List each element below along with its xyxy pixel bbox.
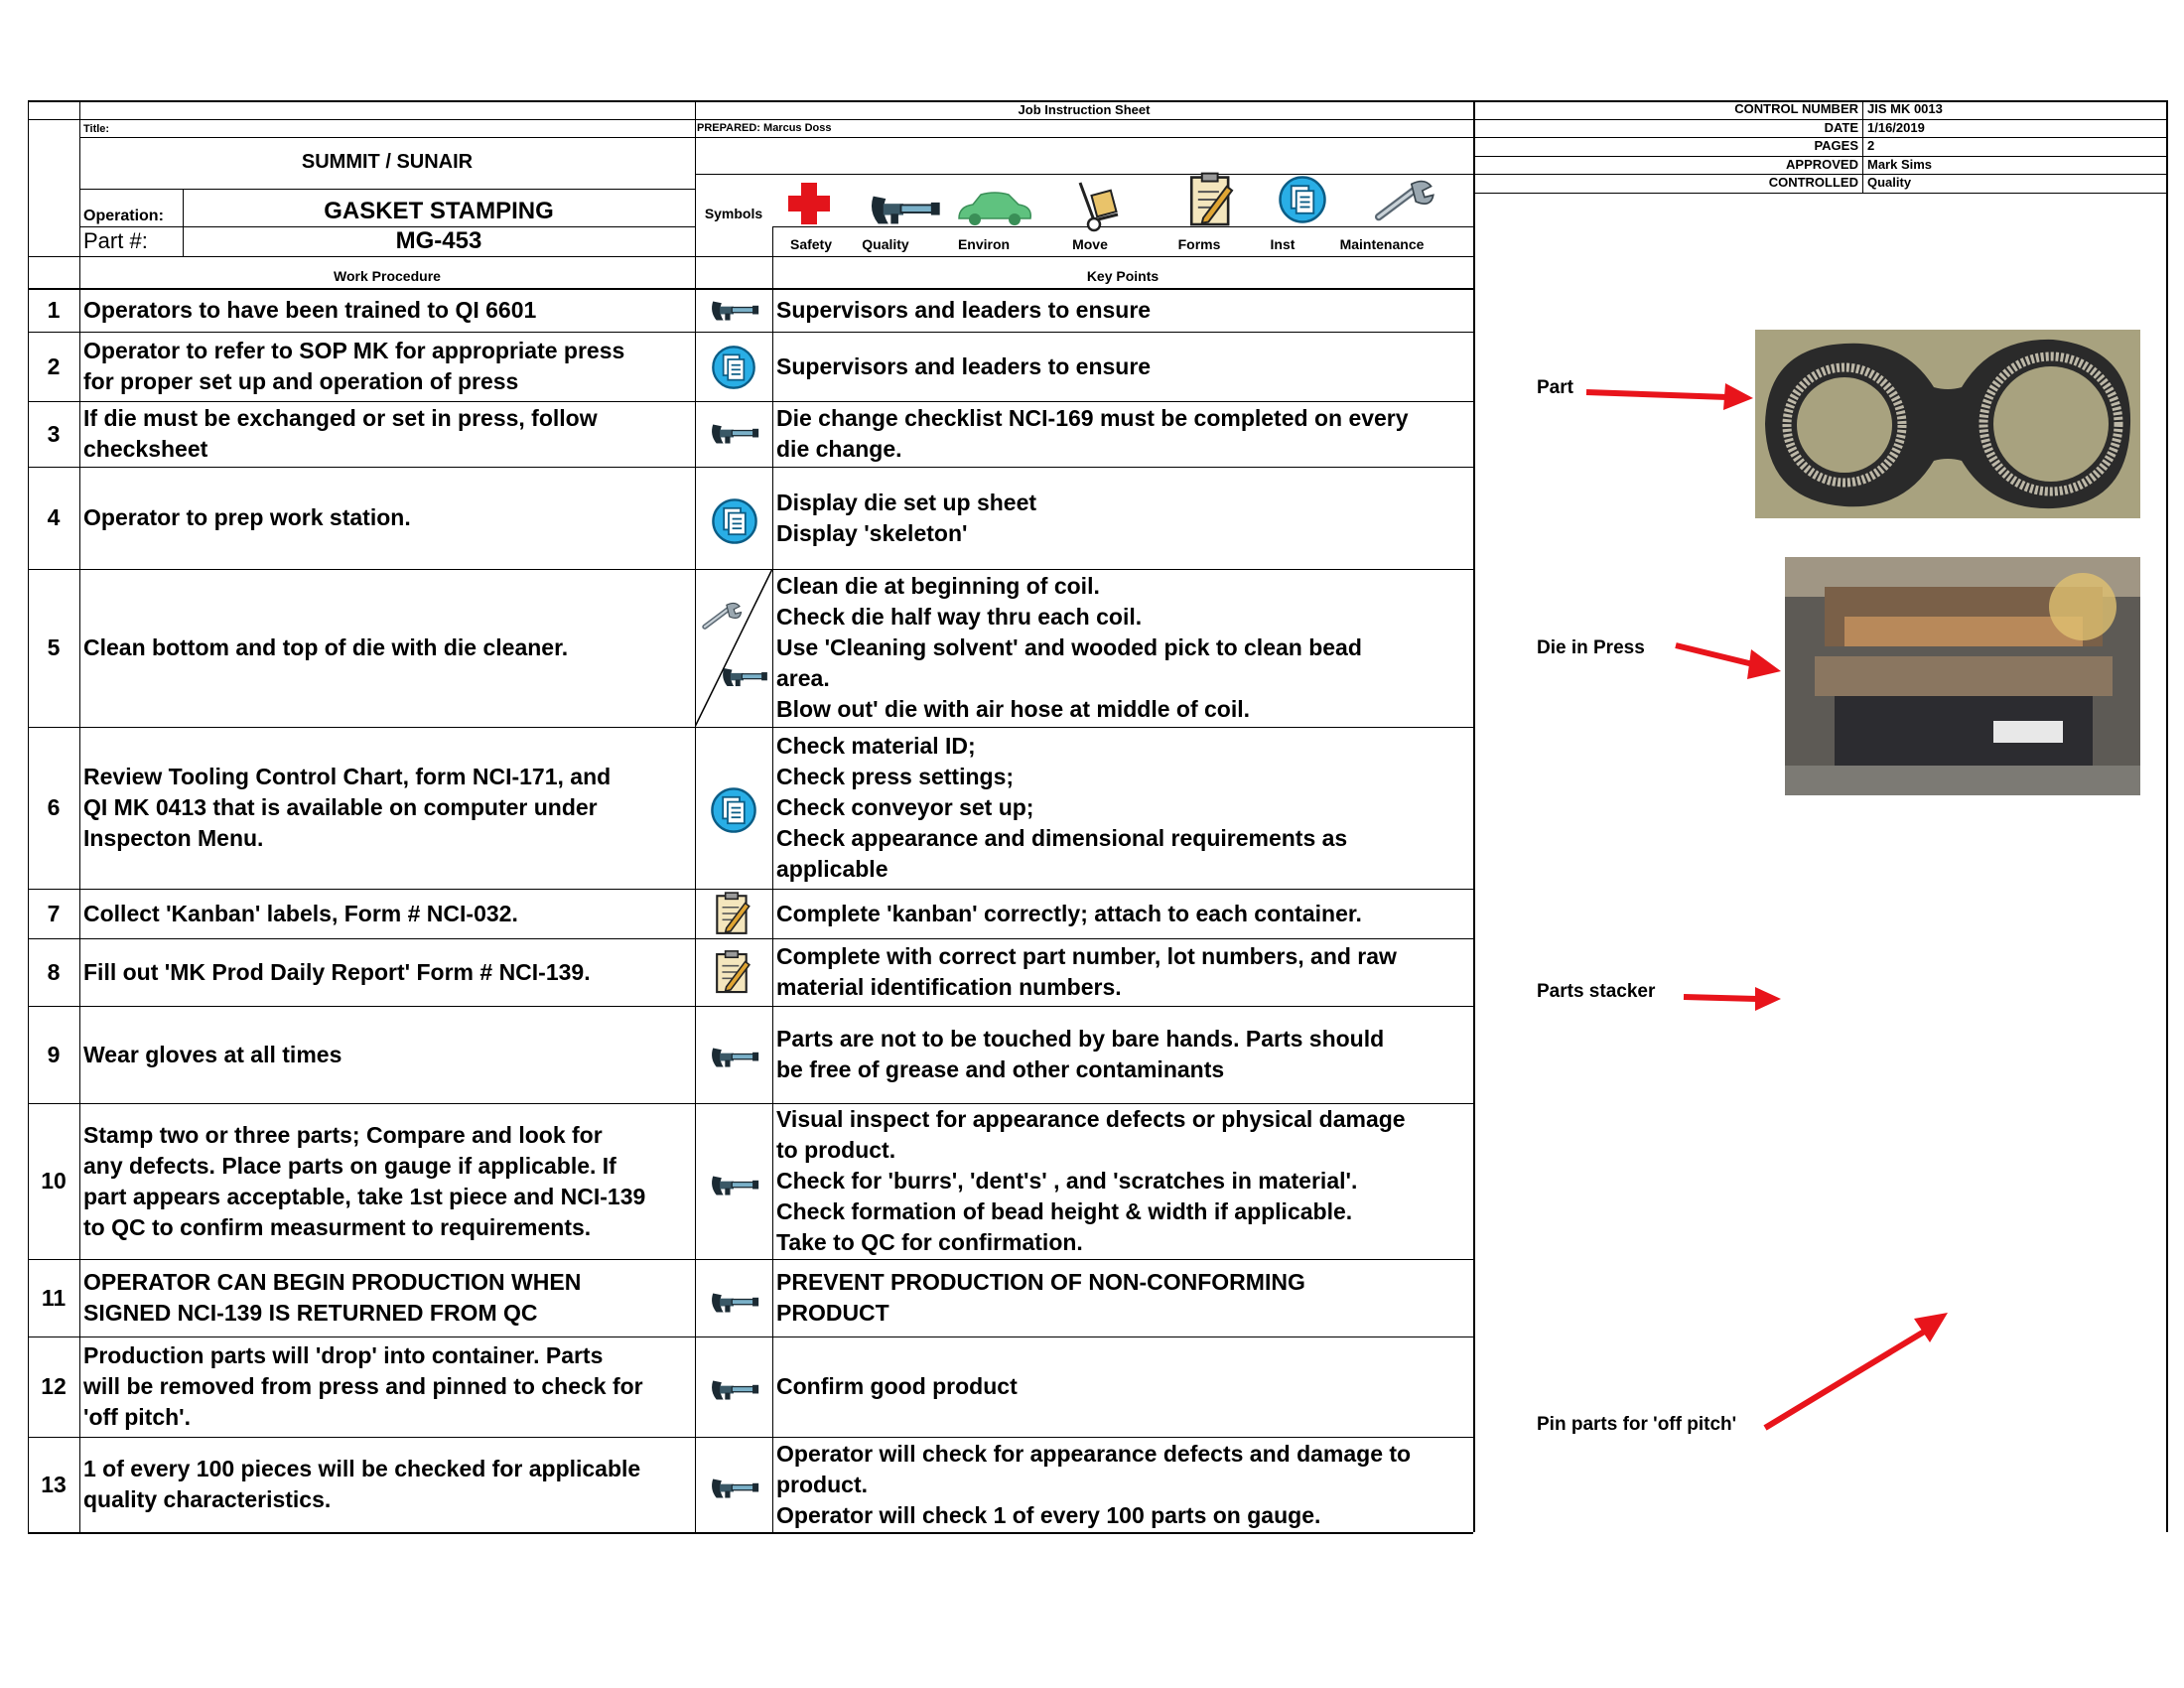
step-procedure: Collect 'Kanban' labels, Form # NCI-032.	[83, 900, 518, 926]
micrometer-icon	[708, 1474, 759, 1503]
micrometer-icon	[708, 1288, 759, 1318]
micrometer-icon	[708, 296, 759, 326]
key-points-header: Key Points	[1086, 268, 1160, 284]
step-procedure: Clean bottom and top of die with die cle…	[83, 634, 569, 660]
micrometer-icon	[866, 189, 941, 231]
symbol-label-move: Move	[1072, 236, 1108, 252]
document-icon	[711, 345, 756, 390]
annotation-part: Part	[1537, 377, 1573, 398]
symbol-label-maintenance: Maintenance	[1339, 236, 1425, 252]
step-number: 1	[47, 296, 61, 323]
clipboard-icon	[714, 891, 751, 936]
step-number: 4	[47, 504, 61, 530]
step-key-points: Complete 'kanban' correctly; attach to e…	[776, 900, 1362, 926]
step-key-points: Complete with correct part number, lot n…	[776, 943, 1397, 1000]
step-procedure: Wear gloves at all times	[83, 1041, 342, 1067]
annotation-die-in-press: Die in Press	[1537, 637, 1645, 658]
step-number: 12	[41, 1373, 67, 1399]
step-number: 11	[41, 1284, 67, 1311]
step-key-points: Supervisors and leaders to ensure	[776, 352, 1152, 379]
step-number: 6	[47, 794, 61, 820]
approved-value: Mark Sims	[1867, 157, 1933, 172]
step-procedure: 1 of every 100 pieces will be checked fo…	[83, 1456, 641, 1512]
micrometer-icon	[719, 663, 768, 691]
step-number: 2	[47, 352, 61, 379]
part-label: Part #:	[83, 228, 148, 253]
document-icon	[710, 786, 757, 834]
operation-value: GASKET STAMPING	[324, 198, 554, 224]
symbol-label-environ: Environ	[957, 236, 1011, 252]
wrench-icon	[699, 594, 743, 639]
micrometer-icon	[708, 1043, 759, 1072]
step-number: 8	[47, 958, 61, 985]
document-icon	[711, 497, 758, 545]
arrow-icon	[1585, 383, 1753, 410]
step-procedure: Operators to have been trained to QI 660…	[83, 296, 537, 323]
step-number: 13	[41, 1471, 67, 1497]
step-procedure: Stamp two or three parts; Compare and lo…	[83, 1121, 646, 1240]
step-procedure: Review Tooling Control Chart, form NCI-1…	[83, 764, 612, 851]
step-key-points: Confirm good product	[776, 1373, 1018, 1399]
pages-value: 2	[1867, 138, 1875, 153]
step-procedure: Operator to refer to SOP MK for appropri…	[83, 338, 625, 394]
date-label: DATE	[1824, 120, 1858, 135]
arrow-icon	[1763, 1313, 1948, 1431]
symbol-label-inst: Inst	[1270, 236, 1296, 252]
micrometer-icon	[708, 1375, 759, 1405]
step-key-points: Check material ID; Check press settings;…	[776, 733, 1348, 882]
step-procedure: OPERATOR CAN BEGIN PRODUCTION WHEN SIGNE…	[83, 1269, 582, 1326]
step-number: 5	[47, 634, 61, 660]
pages-label: PAGES	[1814, 138, 1858, 153]
micrometer-icon	[708, 419, 759, 449]
step-key-points: PREVENT PRODUCTION OF NON-CONFORMING PRO…	[776, 1269, 1305, 1326]
title-label: Title:	[83, 123, 110, 135]
die-in-press-photo	[1785, 557, 2140, 795]
symbol-label-safety: Safety	[789, 236, 833, 252]
micrometer-icon	[708, 1171, 759, 1200]
company-name: SUMMIT / SUNAIR	[301, 151, 474, 173]
step-number: 7	[47, 900, 61, 926]
controlled-label: CONTROLLED	[1768, 175, 1858, 190]
control-number-label: CONTROL NUMBER	[1734, 101, 1858, 116]
date-value: 1/16/2019	[1867, 120, 1925, 135]
sheet-title: Job Instruction Sheet	[1018, 102, 1151, 117]
arrow-icon	[1675, 642, 1781, 679]
step-key-points: Parts are not to be touched by bare hand…	[776, 1026, 1385, 1082]
part-photo	[1755, 330, 2140, 518]
clipboard-icon	[1187, 171, 1235, 228]
controlled-value: Quality	[1867, 175, 1912, 190]
hand-truck-icon	[1078, 182, 1119, 232]
step-key-points: Die change checklist NCI-169 must be com…	[776, 405, 1409, 462]
annotation-parts-stacker: Parts stacker	[1537, 981, 1656, 1002]
step-number: 9	[47, 1041, 61, 1067]
step-procedure: Production parts will 'drop' into contai…	[83, 1342, 643, 1430]
clipboard-icon	[714, 948, 751, 996]
annotation-pin-parts: Pin parts for 'off pitch'	[1537, 1414, 1737, 1435]
part-number: MG-453	[395, 227, 482, 254]
step-key-points: Visual inspect for appearance defects or…	[776, 1106, 1406, 1255]
symbol-label-quality: Quality	[862, 236, 909, 252]
wrench-icon	[1370, 177, 1435, 226]
symbol-label-forms: Forms	[1177, 236, 1221, 252]
operation-label: Operation:	[83, 208, 164, 224]
step-key-points: Supervisors and leaders to ensure	[776, 296, 1152, 323]
step-procedure: Fill out 'MK Prod Daily Report' Form # N…	[83, 958, 591, 985]
document-icon	[1278, 175, 1327, 224]
step-key-points: Display die set up sheet Display 'skelet…	[776, 489, 1037, 546]
approved-label: APPROVED	[1786, 157, 1858, 172]
car-icon	[958, 192, 1031, 225]
step-number: 3	[47, 420, 61, 447]
step-number: 10	[41, 1168, 67, 1194]
step-procedure: If die must be exchanged or set in press…	[83, 405, 598, 462]
arrow-icon	[1683, 987, 1781, 1011]
step-procedure: Operator to prep work station.	[83, 504, 411, 530]
symbols-label: Symbols	[704, 206, 763, 221]
step-key-points: Clean die at beginning of coil. Check di…	[776, 573, 1362, 722]
prepared-by: PREPARED: Marcus Doss	[697, 122, 832, 134]
step-key-points: Operator will check for appearance defec…	[776, 1440, 1412, 1528]
safety-cross-icon	[788, 183, 830, 224]
control-number-value: JIS MK 0013	[1867, 101, 1943, 116]
work-procedure-header: Work Procedure	[334, 268, 441, 284]
